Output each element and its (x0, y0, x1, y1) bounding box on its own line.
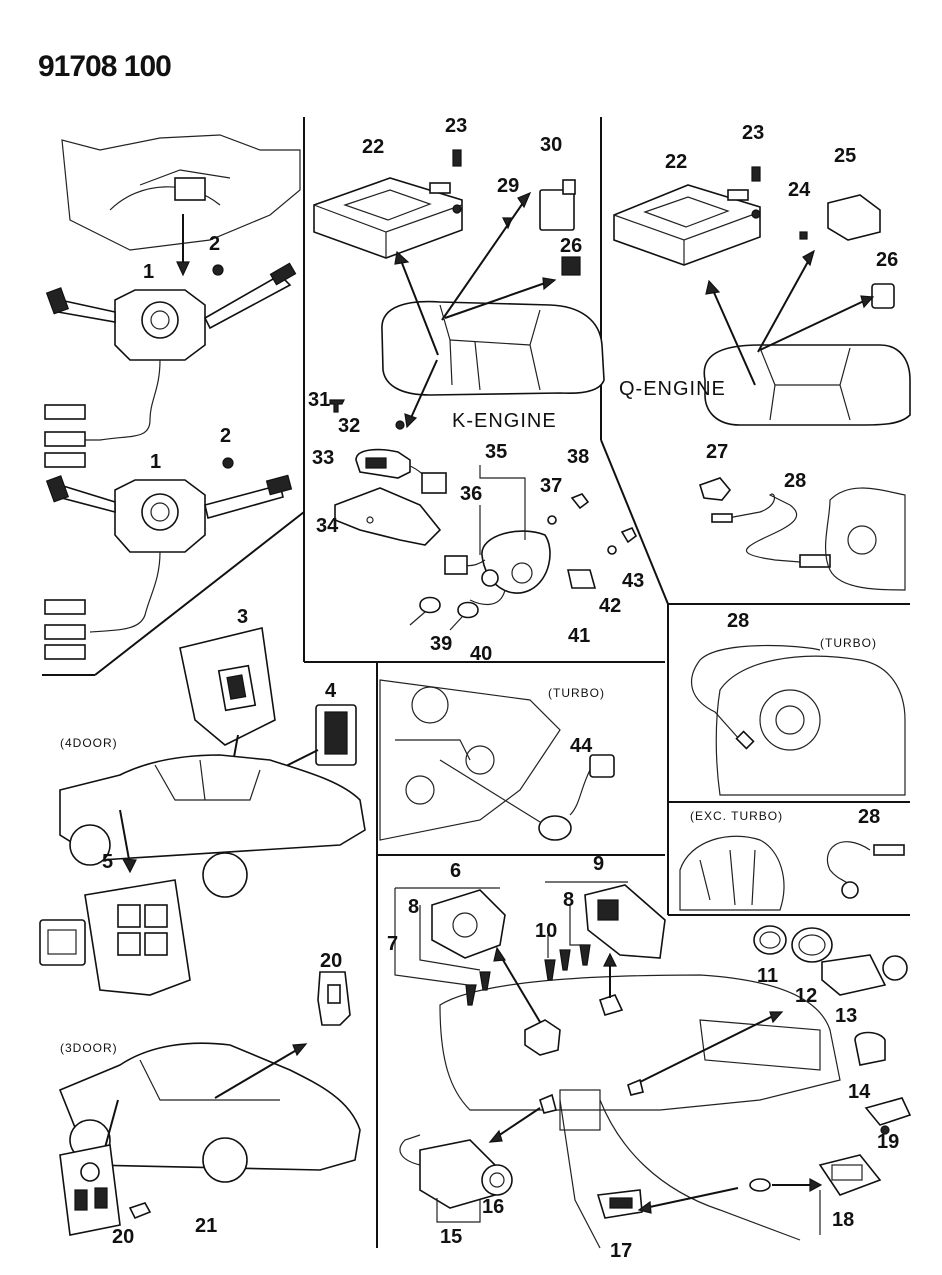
callout-35: 35 (485, 441, 507, 463)
callout-38: 38 (567, 446, 589, 468)
callout-8: 8 (563, 889, 574, 911)
callout-14: 14 (848, 1081, 871, 1103)
callout-29: 29 (497, 175, 519, 197)
callout-40: 40 (470, 643, 492, 665)
combination-switch-lower (44, 457, 293, 660)
callout-24: 24 (788, 179, 811, 201)
callout-28: 28 (858, 806, 880, 828)
callout-22: 22 (362, 136, 384, 158)
callout-18: 18 (832, 1209, 854, 1231)
callout-41: 41 (568, 625, 590, 647)
callout-22: 22 (665, 151, 687, 173)
q-engine-car-outline (703, 249, 911, 426)
power-window-master-switch (39, 879, 191, 996)
section-labels: K-ENGINE Q-ENGINE (TURBO) (TURBO) (EXC. … (60, 378, 877, 1055)
screws-7-8-10 (465, 944, 591, 1006)
k-engine-small-parts (452, 149, 581, 276)
callout-11: 11 (757, 965, 778, 987)
callout-32: 32 (338, 415, 360, 437)
callout-2: 2 (209, 233, 220, 255)
callout-numbers: 1 1 2 2 3 4 5 6 7 8 8 9 10 11 12 13 14 1… (102, 115, 899, 1262)
four-door-car (59, 754, 366, 898)
hazard-switch-6 (431, 889, 561, 1056)
window-switch-4 (267, 704, 357, 776)
callout-17: 17 (610, 1240, 632, 1262)
steering-column-sketch (61, 134, 301, 277)
callout-9: 9 (593, 853, 604, 875)
turbo-label-mid: (TURBO) (548, 686, 605, 700)
switch-15-16 (399, 1078, 644, 1209)
instrument-panel-sketch (439, 974, 841, 1249)
callout-37: 37 (540, 475, 562, 497)
window-switch-20-upper (317, 971, 351, 1026)
callout-36: 36 (460, 483, 482, 505)
q-engine-small-parts (751, 166, 895, 309)
callout-34: 34 (316, 515, 339, 537)
q-engine-ecu (613, 184, 761, 266)
turbo-oxygen-sensor (691, 644, 906, 796)
callout-19: 19 (877, 1131, 899, 1153)
three-door-label: (3DOOR) (60, 1041, 118, 1055)
four-door-label: (4DOOR) (60, 736, 118, 750)
k-engine-ecu (313, 177, 463, 259)
switch-9 (584, 884, 666, 1016)
callout-33: 33 (312, 447, 334, 469)
callout-3: 3 (237, 606, 248, 628)
callout-12: 12 (795, 985, 817, 1007)
callout-31: 31 (308, 389, 330, 411)
document-id: 91708 100 (38, 50, 172, 83)
ring-11-12-13-14 (639, 925, 908, 1083)
callout-2: 2 (220, 425, 231, 447)
switch-17-18-19 (596, 1097, 912, 1219)
callout-39: 39 (430, 633, 452, 655)
callout-42: 42 (599, 595, 621, 617)
k-engine-sensor-parts (329, 399, 638, 631)
leader-lines (394, 465, 821, 1235)
callout-5: 5 (102, 851, 113, 873)
k-engine-car-outline (381, 191, 605, 429)
turbo-label-top: (TURBO) (820, 636, 877, 650)
callout-6: 6 (450, 860, 461, 882)
callout-26: 26 (560, 235, 582, 257)
callout-26: 26 (876, 249, 898, 271)
window-switch-20-lower (59, 1144, 152, 1236)
exc-turbo-oxygen-sensor (679, 835, 905, 911)
callout-13: 13 (835, 1005, 857, 1027)
callout-43: 43 (622, 570, 644, 592)
callout-30: 30 (540, 134, 562, 156)
q-engine-oxygen-sensor (699, 477, 906, 591)
callout-21: 21 (195, 1215, 217, 1237)
callout-27: 27 (706, 441, 728, 463)
callout-23: 23 (742, 122, 764, 144)
callout-1: 1 (150, 451, 161, 473)
callout-44: 44 (570, 735, 593, 757)
callout-7: 7 (387, 933, 398, 955)
exc-turbo-label: (EXC. TURBO) (690, 809, 783, 823)
callout-20: 20 (112, 1226, 134, 1248)
callout-28: 28 (727, 610, 749, 632)
callout-28: 28 (784, 470, 806, 492)
callout-16: 16 (482, 1196, 504, 1218)
knock-sensor-engine-block (379, 679, 615, 841)
callout-10: 10 (535, 920, 557, 942)
callout-1: 1 (143, 261, 154, 283)
callout-4: 4 (325, 680, 337, 702)
combination-switch-upper (44, 262, 297, 468)
q-engine-label: Q-ENGINE (619, 378, 726, 400)
panel-borders (42, 117, 910, 1248)
callout-20: 20 (320, 950, 342, 972)
k-engine-label: K-ENGINE (452, 410, 557, 432)
callout-23: 23 (445, 115, 467, 137)
callout-15: 15 (440, 1226, 462, 1248)
callout-8: 8 (408, 896, 419, 918)
callout-25: 25 (834, 145, 856, 167)
